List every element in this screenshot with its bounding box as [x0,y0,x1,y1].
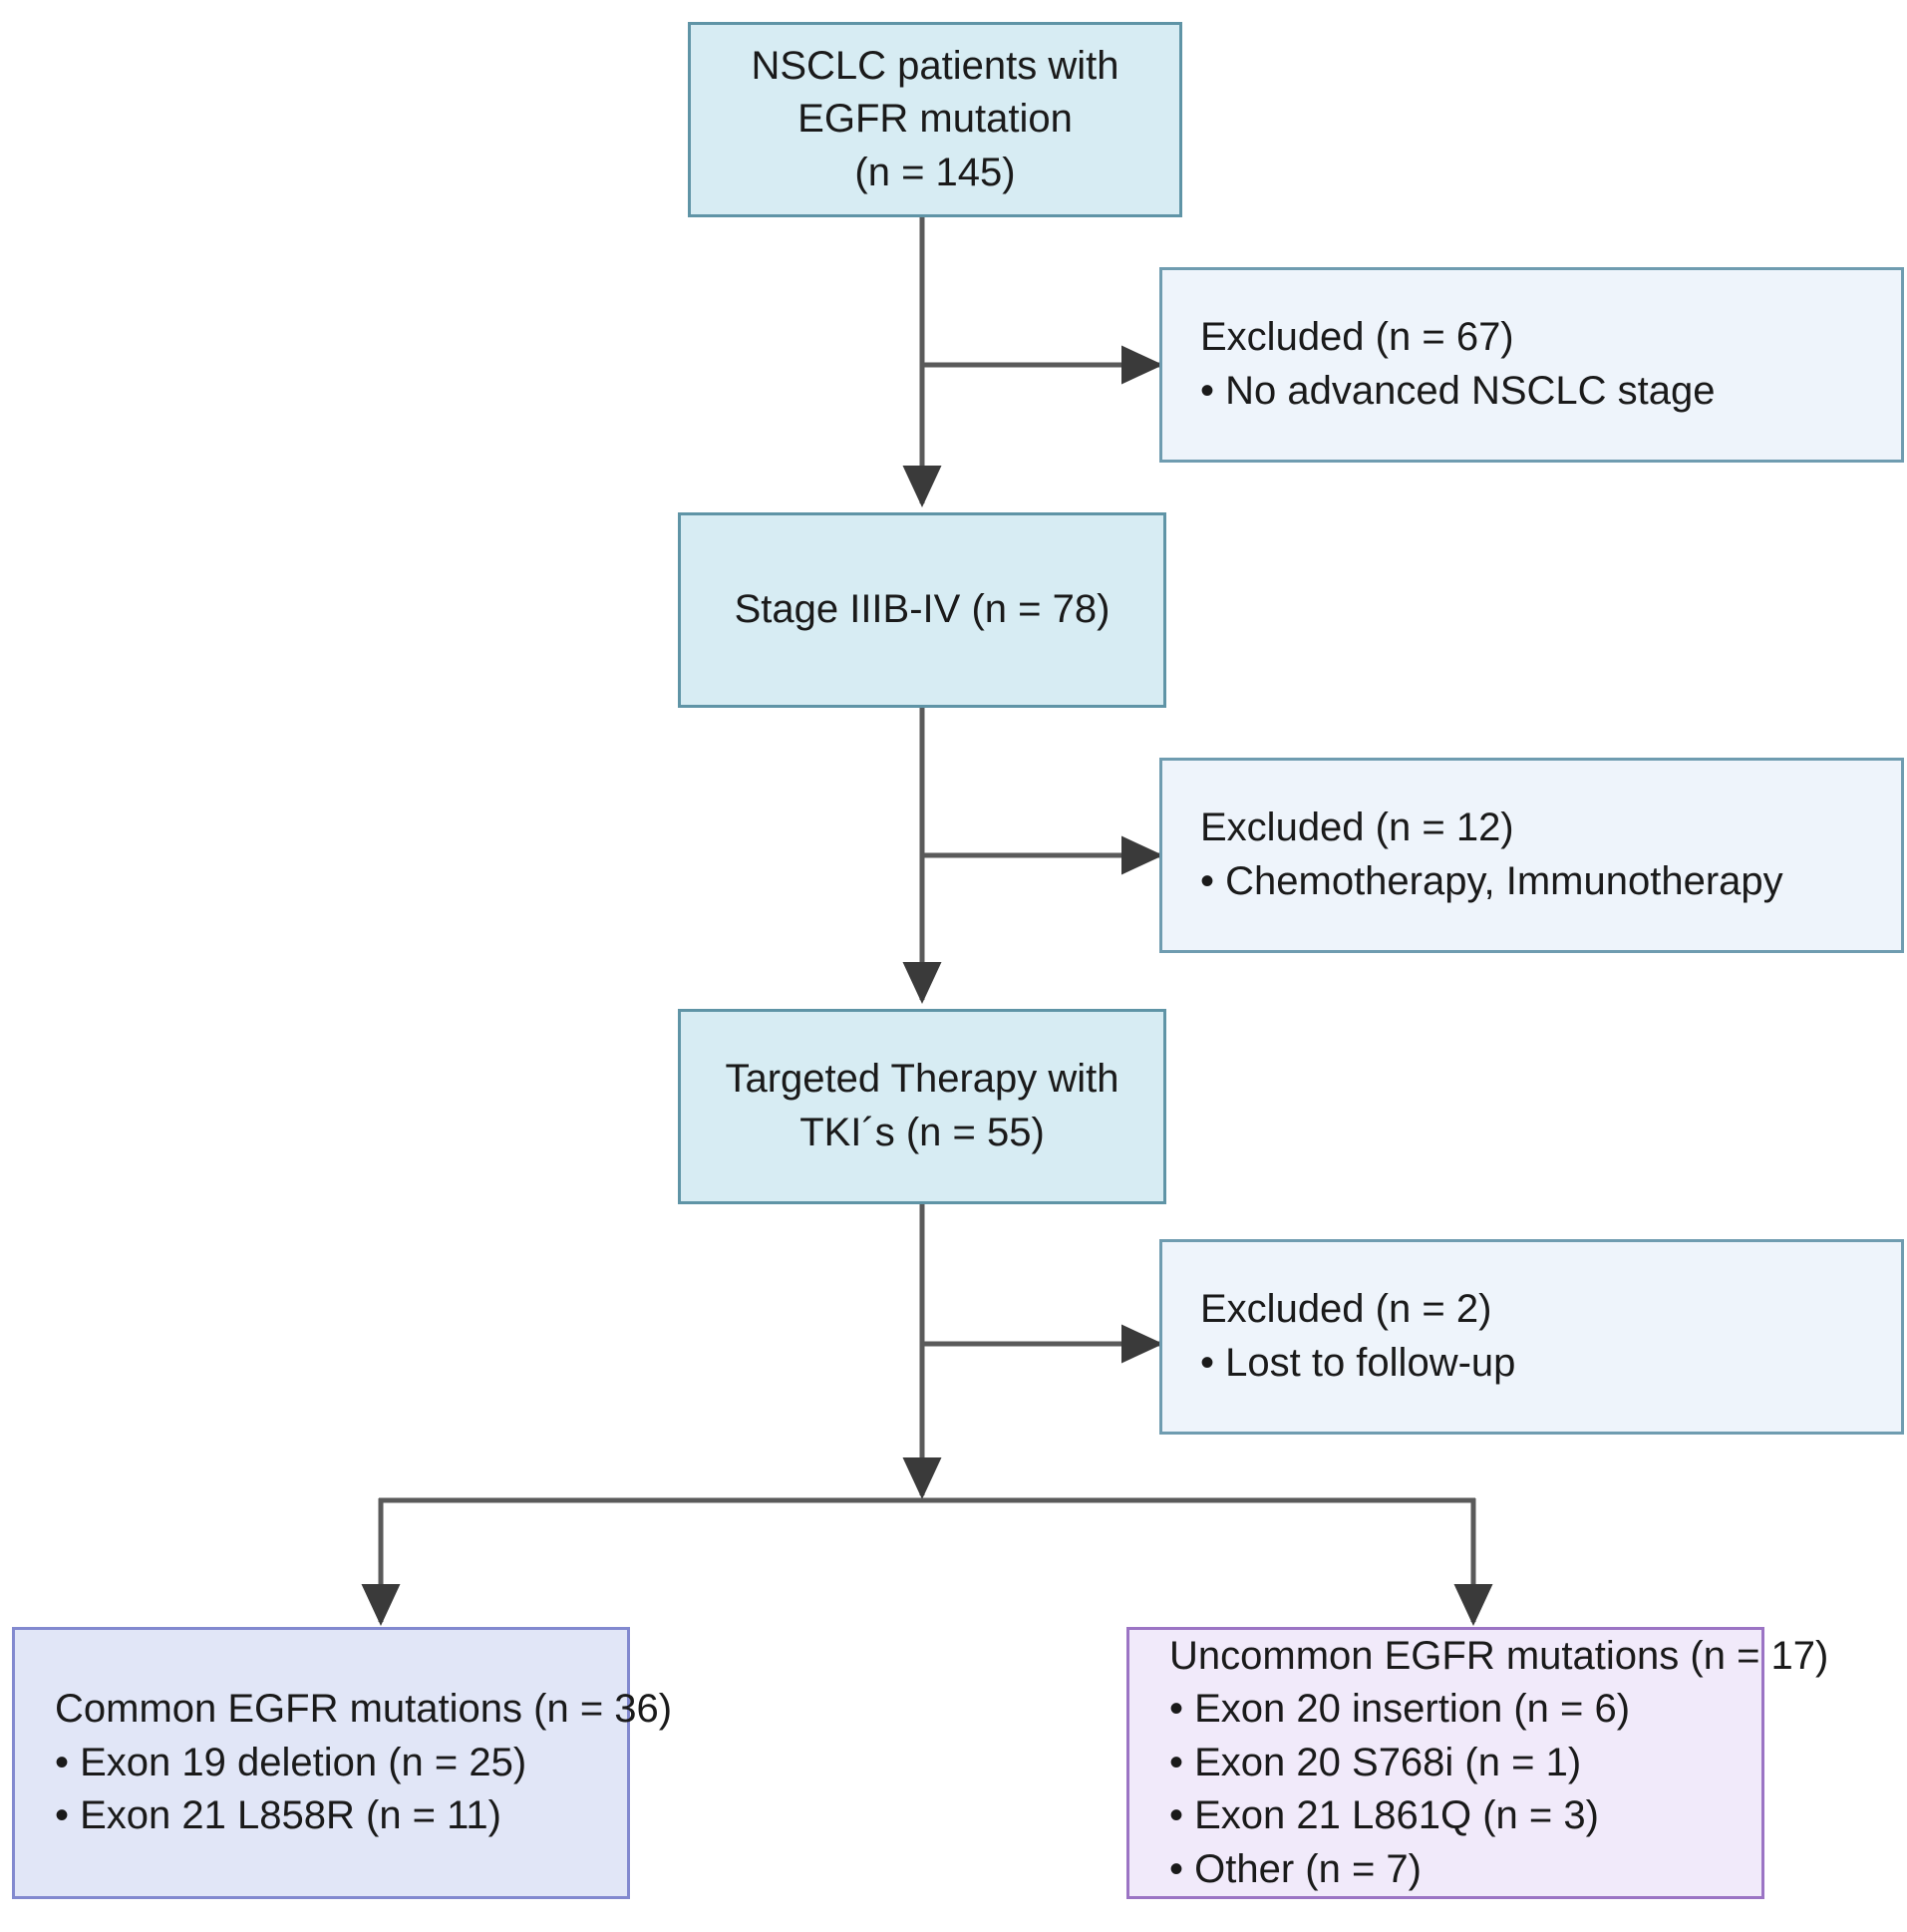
node-excluded-1-reason-1: • No advanced NSCLC stage [1200,369,1716,413]
node-enrolled-line-2: EGFR mutation [797,97,1073,142]
node-excluded-3-reason-1: • Lost to follow-up [1200,1341,1516,1385]
node-common-egfr-mutations: Common EGFR mutations (n = 36) • Exon 19… [12,1627,672,1899]
node-uncommon-item-2: • Exon 20 S768i (n = 1) [1169,1740,1582,1784]
node-excluded-3-title: Excluded (n = 2) [1200,1287,1492,1332]
node-excluded-2-title: Excluded (n = 12) [1200,805,1514,850]
node-therapy-line-1: Targeted Therapy with [725,1057,1119,1102]
node-enrolled-line-1: NSCLC patients with [751,43,1119,88]
node-excluded-3: Excluded (n = 2) • Lost to follow-up [1159,1239,1904,1435]
node-excluded-1-title: Excluded (n = 67) [1200,315,1514,360]
node-excluded-2-reason-1: • Chemotherapy, Immunotherapy [1200,859,1783,903]
node-excluded-1: Excluded (n = 67) • No advanced NSCLC st… [1159,267,1904,463]
node-enrolled-patients: NSCLC patients with EGFR mutation (n = 1… [688,22,1182,217]
node-stage-iiib-iv: Stage IIIB-IV (n = 78) [678,512,1166,708]
node-uncommon-item-1: • Exon 20 insertion (n = 6) [1169,1687,1631,1732]
node-uncommon-item-3: • Exon 21 L861Q (n = 3) [1169,1793,1599,1838]
node-therapy-line-2: TKI´s (n = 55) [799,1111,1045,1154]
node-stage-line-1: Stage IIIB-IV (n = 78) [734,587,1111,632]
node-uncommon-egfr-mutations: Uncommon EGFR mutations (n = 17) • Exon … [1126,1627,1828,1899]
node-enrolled-line-3: (n = 145) [854,150,1016,194]
node-common-item-1: • Exon 19 deletion (n = 25) [55,1740,527,1784]
node-targeted-therapy: Targeted Therapy with TKI´s (n = 55) [678,1009,1166,1204]
node-common-title: Common EGFR mutations (n = 36) [55,1687,673,1732]
node-excluded-2: Excluded (n = 12) • Chemotherapy, Immuno… [1159,758,1904,953]
node-uncommon-item-4: • Other (n = 7) [1169,1846,1422,1891]
node-uncommon-title: Uncommon EGFR mutations (n = 17) [1169,1633,1829,1678]
node-common-item-2: • Exon 21 L858R (n = 11) [55,1793,501,1838]
